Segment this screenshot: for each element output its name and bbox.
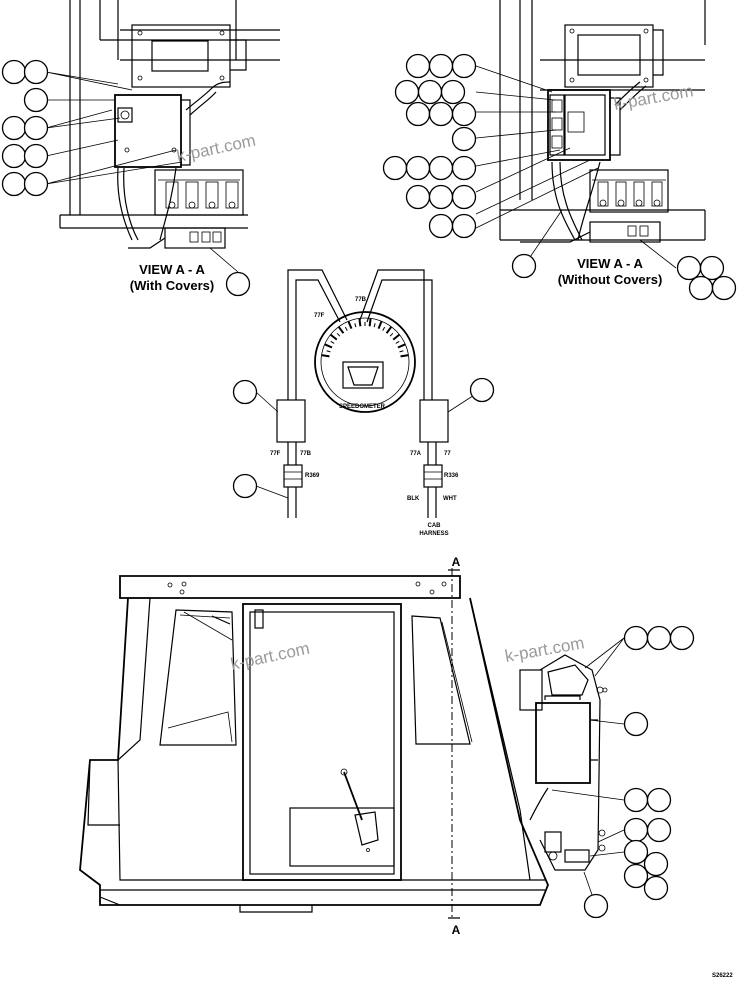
gauge-tick <box>347 320 353 330</box>
gauge-tick <box>354 323 357 328</box>
gauge-tick <box>330 340 335 344</box>
gauge-tick <box>368 318 372 327</box>
gauge-tick <box>321 354 330 358</box>
gauge-tick <box>337 326 345 334</box>
left-connector-body <box>276 399 306 443</box>
gauge-tick <box>344 326 348 331</box>
right-connector-label: R336 <box>444 473 459 479</box>
gauge-ticks <box>321 318 409 358</box>
gauge-tick <box>397 343 406 349</box>
view-with-covers: VIEW A - A (With Covers) <box>1 0 280 297</box>
speedometer-schematic: SPEEDOMETER 77F 77B 77F 77B R369 77A 77 … <box>232 269 495 537</box>
section-mark-top: A <box>452 555 461 569</box>
gauge-tick <box>336 332 341 337</box>
view-with-covers-title: VIEW A - A <box>139 262 205 277</box>
gauge-tick <box>329 333 338 341</box>
gauge-tick <box>373 323 376 328</box>
view-with-covers-subtitle: (With Covers) <box>130 278 214 293</box>
left-wire-2: 77B <box>300 451 312 457</box>
speedometer-terminal-f: 77F <box>314 313 325 319</box>
view-without-covers: VIEW A - A (Without Covers) <box>382 0 737 301</box>
gauge-tick <box>358 318 362 327</box>
gauge-tick <box>392 333 401 341</box>
harness-label-2: HARNESS <box>419 531 448 537</box>
gauge-tick <box>395 340 400 344</box>
watermark-1: k-part.com <box>175 131 257 166</box>
right-wire-color-1: BLK <box>407 496 420 502</box>
cab-view: A A <box>79 555 695 937</box>
right-wire-2: 77 <box>444 451 451 457</box>
gauge-tick <box>400 354 409 358</box>
speedometer-terminal-b: 77B <box>355 297 367 303</box>
gauge-tick <box>324 343 333 349</box>
right-wire-color-2: WHT <box>443 496 457 502</box>
left-wire-1: 77F <box>270 451 281 457</box>
gauge-tick <box>382 326 386 331</box>
speedometer-label: SPEEDOMETER <box>339 404 386 410</box>
gauge-tick <box>399 350 404 353</box>
right-connector-body <box>419 399 449 443</box>
speedometer-gauge <box>314 311 416 413</box>
figure-code: S26222 <box>712 973 733 979</box>
harness-label-1: CAB <box>428 523 442 529</box>
gauge-tick <box>377 320 383 330</box>
gauge-tick <box>385 326 393 334</box>
watermark-3: k-part.com <box>229 639 311 674</box>
gauge-tick <box>389 332 394 337</box>
gauge-tick <box>326 350 331 353</box>
left-connector-label: R369 <box>305 473 320 479</box>
section-mark-bottom: A <box>452 923 461 937</box>
view-without-covers-subtitle: (Without Covers) <box>558 272 663 287</box>
right-wire-1: 77A <box>410 451 422 457</box>
watermark-4: k-part.com <box>503 633 585 666</box>
view-without-covers-title: VIEW A - A <box>577 256 643 271</box>
